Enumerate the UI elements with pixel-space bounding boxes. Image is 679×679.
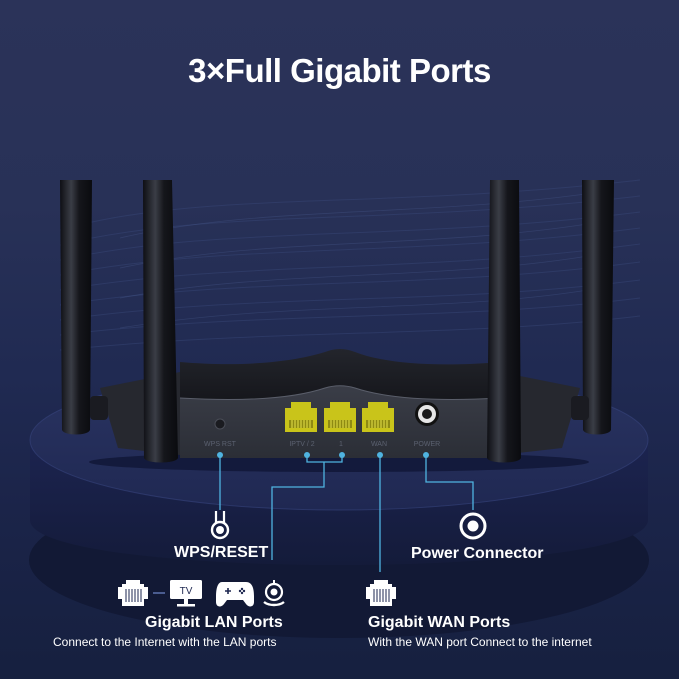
power-jack <box>415 402 439 426</box>
svg-text:TV: TV <box>180 586 193 597</box>
wan-ethernet-port-icon <box>366 580 396 606</box>
webcam-icon <box>263 580 285 607</box>
port-label-wps: WPS RST <box>204 441 237 448</box>
port-label-power: POWER <box>414 441 440 448</box>
wps-reset-button-icon <box>210 511 230 540</box>
wan-ports-description: With the WAN port Connect to the interne… <box>368 635 592 649</box>
gamepad-icon <box>216 582 254 607</box>
wps-reset-button <box>214 418 226 430</box>
callout-dots <box>217 452 429 458</box>
lan-ports-label: Gigabit LAN Ports <box>145 614 283 631</box>
power-connector-label: Power Connector <box>411 545 544 562</box>
lan-ethernet-port-icon <box>118 580 148 606</box>
port-label-lan1: 1 <box>339 441 343 448</box>
tv-icon: TV <box>170 580 202 607</box>
ethernet-ports <box>285 402 394 432</box>
antennas <box>60 180 614 463</box>
page-title: 3×Full Gigabit Ports <box>188 52 491 89</box>
callout-lines <box>219 455 474 572</box>
port-label-wan: WAN <box>371 441 387 448</box>
wave-background <box>59 179 641 351</box>
port-label-iptv: IPTV / 2 <box>289 441 314 448</box>
wan-ports-label: Gigabit WAN Ports <box>368 614 511 631</box>
lan-ports-description: Connect to the Internet with the LAN por… <box>53 635 277 649</box>
wps-reset-label: WPS/RESET <box>174 544 269 561</box>
power-connector-icon <box>459 512 487 540</box>
